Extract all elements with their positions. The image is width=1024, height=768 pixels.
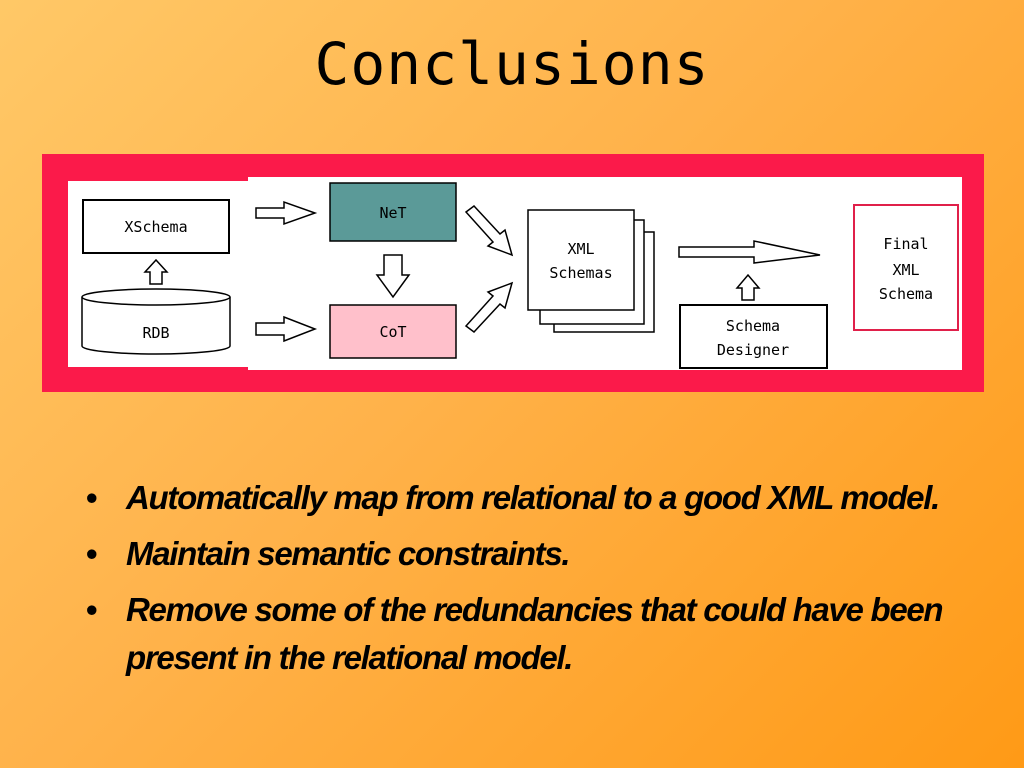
schema-designer-label-2: Designer bbox=[717, 341, 789, 359]
final-label-3: Schema bbox=[879, 285, 933, 303]
final-label-2: XML bbox=[892, 261, 919, 279]
bullet-item: • Automatically map from relational to a… bbox=[86, 474, 946, 522]
bullet-text: Maintain semantic constraints. bbox=[126, 535, 571, 572]
right-arrow-icon bbox=[255, 315, 318, 343]
diagram-frame: XSchema RDB NeT CoT bbox=[42, 154, 984, 392]
schema-designer-label-1: Schema bbox=[726, 317, 780, 335]
bullet-icon: • bbox=[86, 591, 98, 628]
conclusion-list: • Automatically map from relational to a… bbox=[86, 474, 946, 690]
mapping-diagram: XSchema RDB NeT CoT bbox=[68, 177, 962, 370]
net-node: NeT bbox=[329, 182, 457, 242]
slide-title: Conclusions bbox=[314, 30, 710, 98]
cot-label: CoT bbox=[379, 323, 406, 341]
up-arrow-icon bbox=[735, 273, 761, 301]
right-arrow-icon bbox=[255, 200, 318, 226]
bullet-item: • Maintain semantic constraints. bbox=[86, 530, 946, 578]
diagonal-arrow-icon bbox=[464, 204, 514, 257]
xschema-node: XSchema bbox=[82, 199, 230, 254]
bullet-icon: • bbox=[86, 479, 98, 516]
final-xml-schema-node: Final XML Schema bbox=[853, 204, 959, 331]
rdb-label: RDB bbox=[142, 324, 169, 342]
net-label: NeT bbox=[379, 204, 406, 222]
bullet-text: Remove some of the redundancies that cou… bbox=[126, 591, 944, 676]
up-arrow-icon bbox=[143, 258, 169, 285]
xml-schemas-label-2: Schemas bbox=[549, 264, 612, 282]
rdb-node: RDB bbox=[81, 288, 231, 355]
diagonal-arrow-icon bbox=[464, 281, 514, 334]
bullet-item: • Remove some of the redundancies that c… bbox=[86, 586, 946, 682]
cot-node: CoT bbox=[329, 304, 457, 359]
xml-schemas-label-1: XML bbox=[567, 240, 594, 258]
schema-designer-node: Schema Designer bbox=[679, 304, 828, 369]
final-label-1: Final bbox=[883, 235, 928, 253]
bullet-text: Automatically map from relational to a g… bbox=[126, 479, 940, 516]
xml-schemas-node: XML Schemas bbox=[527, 209, 655, 333]
bullet-icon: • bbox=[86, 535, 98, 572]
long-right-arrow-icon bbox=[678, 240, 821, 264]
xschema-label: XSchema bbox=[124, 218, 187, 236]
down-arrow-icon bbox=[375, 254, 411, 299]
